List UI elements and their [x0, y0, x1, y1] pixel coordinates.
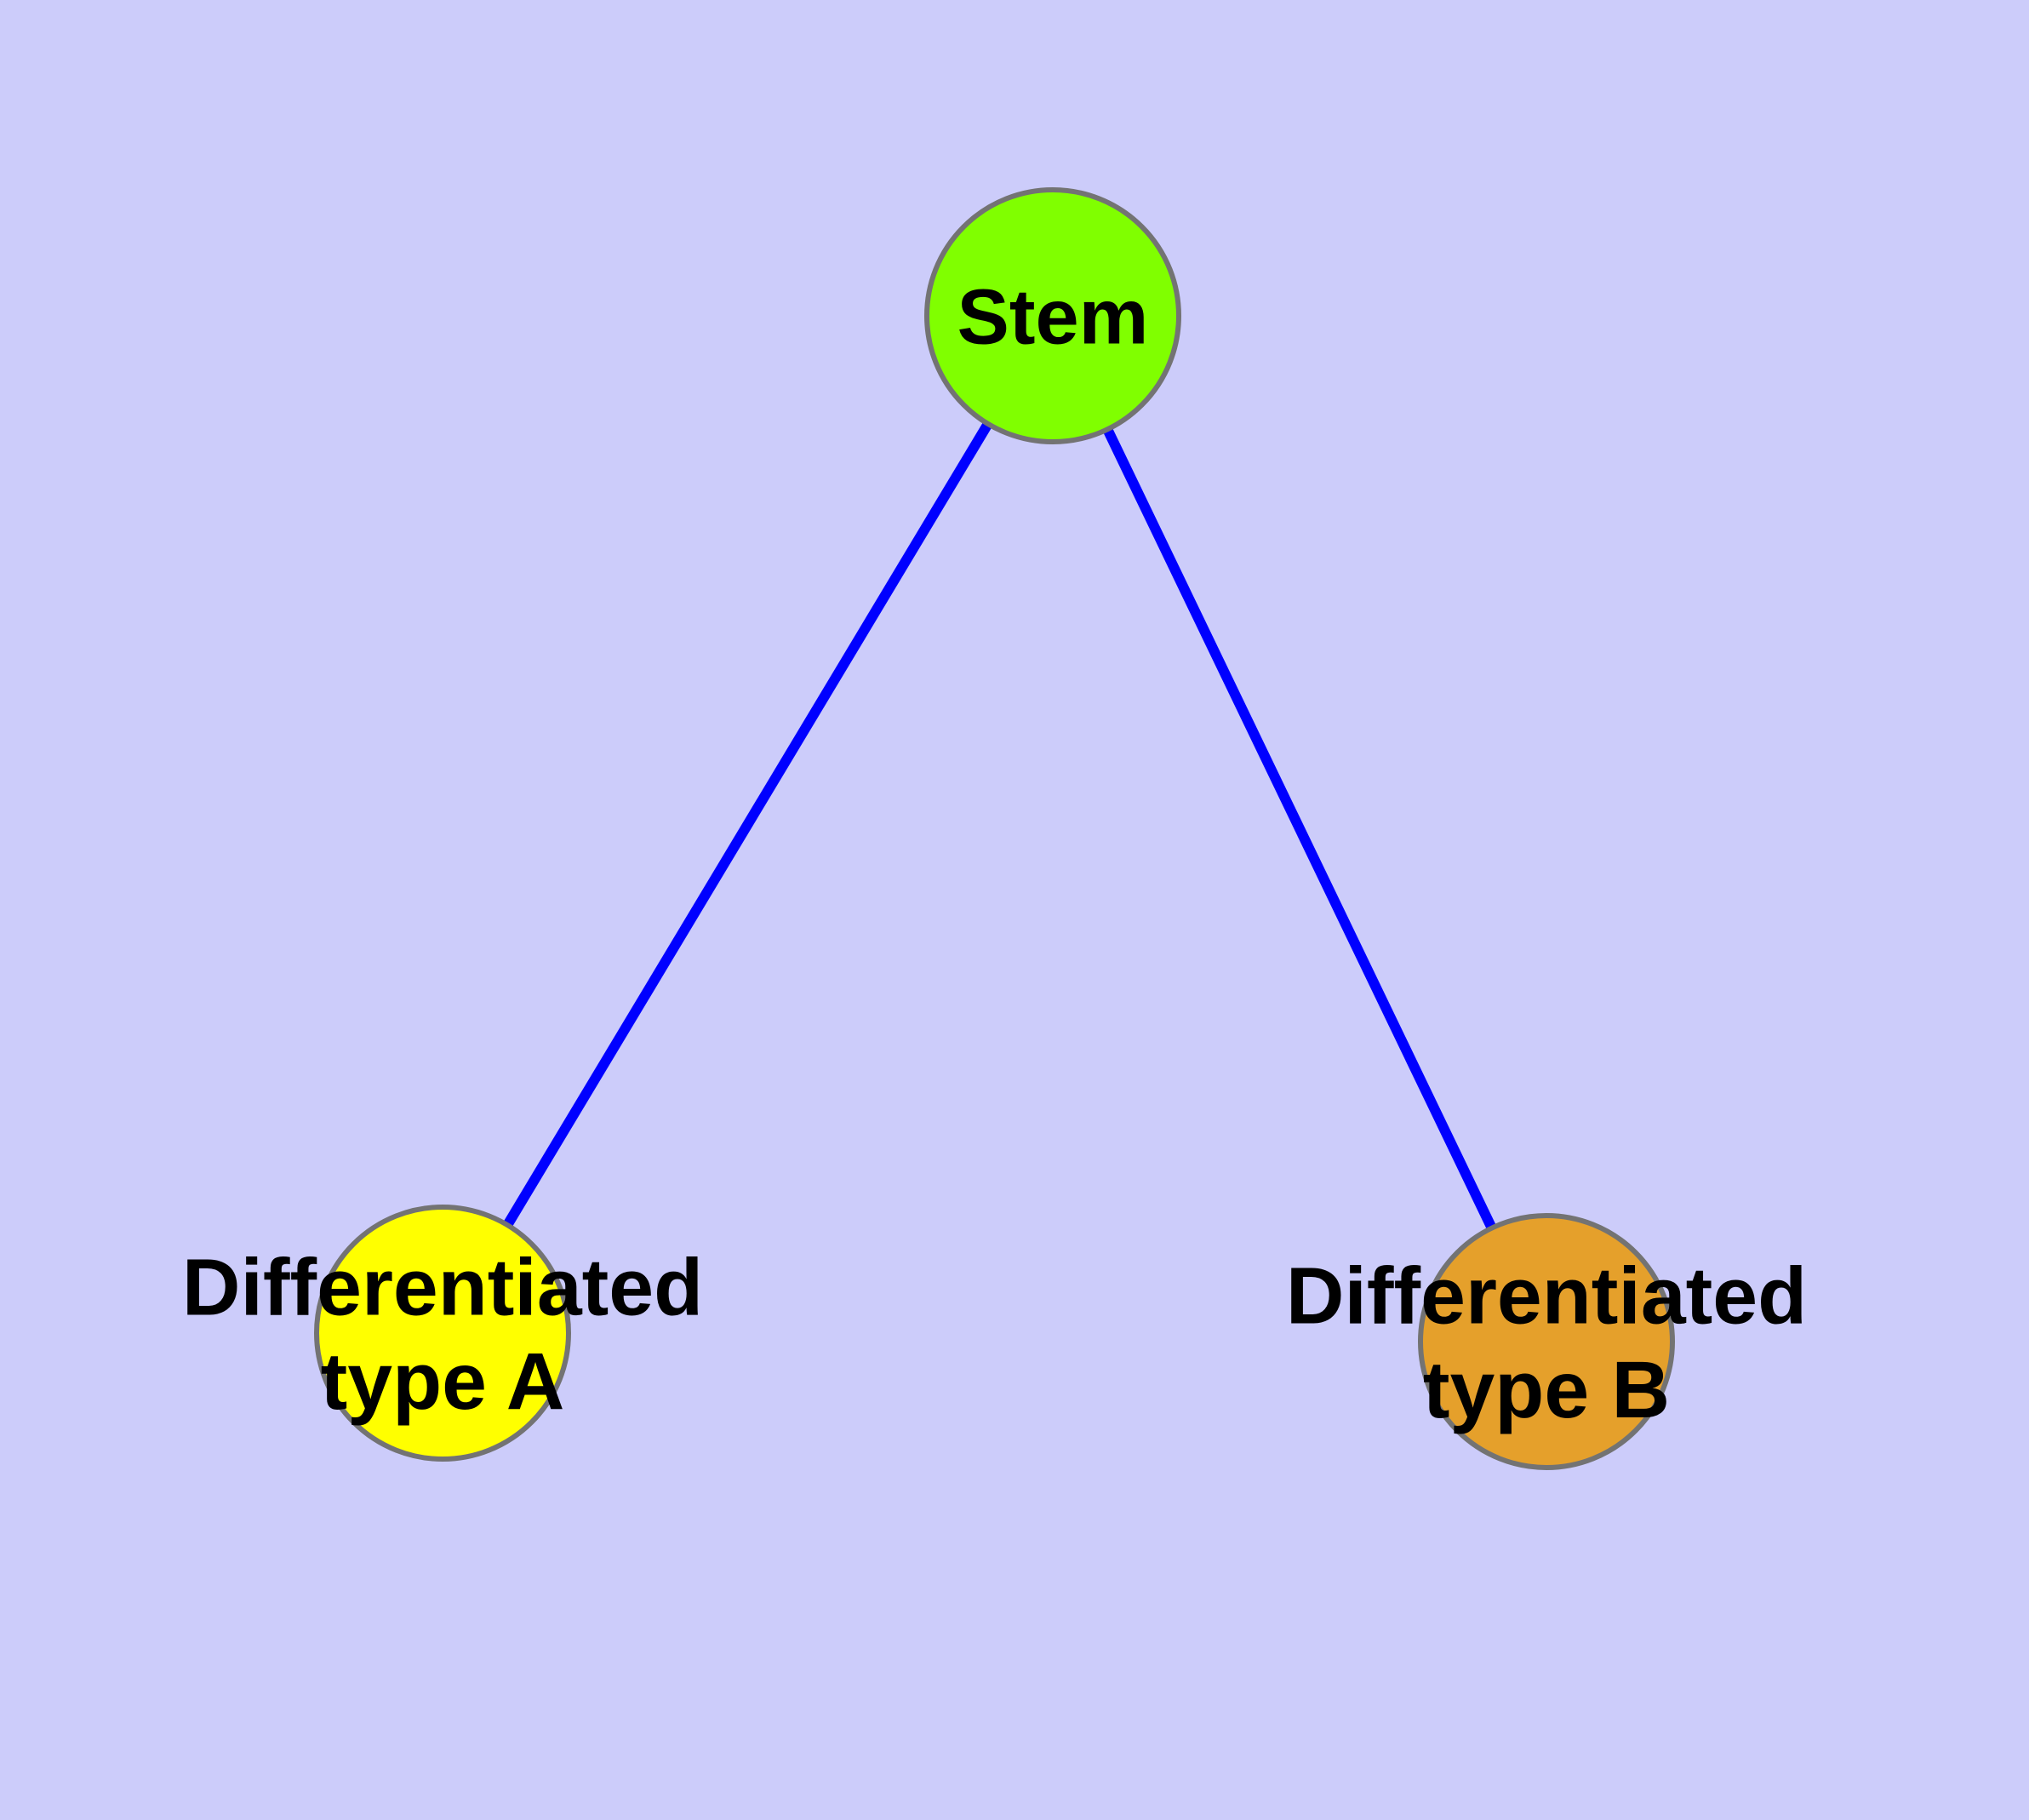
node-stem-circle[interactable] — [924, 187, 1181, 444]
node-differentiated-type-b-label-line2: type B — [1423, 1345, 1670, 1435]
node-differentiated-type-a-label-line2: type A — [321, 1336, 565, 1427]
node-differentiated-type-a-circle[interactable] — [314, 1205, 571, 1462]
node-differentiated-type-b-circle[interactable] — [1418, 1213, 1675, 1470]
nodes-layer: Stem Differentiated type A Differentiate… — [182, 187, 1807, 1470]
edge-stem-to-differentiated-type-a[interactable] — [501, 419, 994, 1230]
node-differentiated-type-a[interactable] — [314, 1205, 571, 1462]
edges-layer — [501, 419, 1498, 1233]
edge-stem-to-differentiated-type-b[interactable] — [1101, 425, 1498, 1233]
node-differentiated-type-b[interactable] — [1418, 1213, 1675, 1470]
node-stem[interactable]: Stem — [924, 187, 1181, 444]
node-differentiated-type-a-label-line1: Differentiated — [182, 1243, 703, 1333]
node-differentiated-type-b-label-line1: Differentiated — [1286, 1251, 1807, 1342]
node-stem-label: Stem — [957, 274, 1149, 361]
